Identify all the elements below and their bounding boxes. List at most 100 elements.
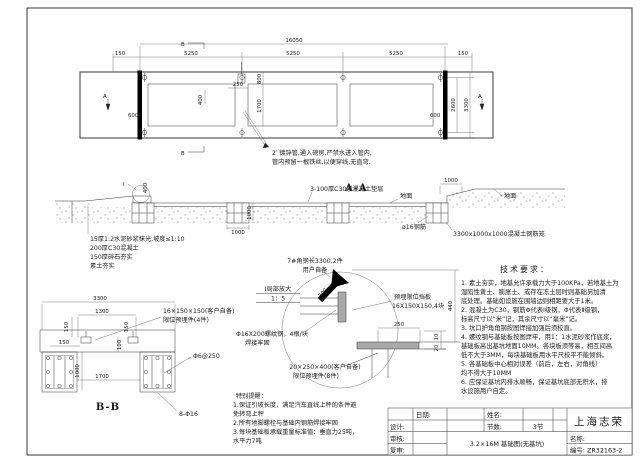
plan-dim-5250-1: 5250 — [184, 51, 198, 57]
aa-note-3: 150厚碎石夯实 — [90, 253, 133, 261]
sheet-border — [26, 7, 633, 456]
detail-title-line1: Ⅰ局部放大 — [265, 285, 292, 293]
section-aa: A-A I 400 — [55, 178, 565, 270]
tech-line: 6. 应保证基坑内排水顺畅，保证基坑底部无积水，排 — [461, 377, 608, 386]
detail-dim-10: 10 — [434, 333, 440, 340]
special-notes: 特别提醒： 1.保证引坡长度，满足汽车直线上秤的条件避 免转弯上秤 2.所有地脚… — [233, 392, 358, 445]
bb-dim-3300: 3300 — [93, 296, 107, 302]
aa-dimension-lines — [87, 183, 503, 234]
embed-plate — [356, 341, 420, 350]
section-marker-a — [105, 99, 485, 111]
tech-requirements: 技术要求： 1. 素土夯实，地基允许承载力大于100KPa，若地基土为 湿陷性黄… — [461, 264, 618, 395]
plan-dim-600-right: 600 — [430, 113, 441, 119]
title-block-grid — [387, 407, 633, 456]
bb-dim-150-right: 150 — [124, 321, 130, 332]
plan-dimension-lines — [112, 43, 493, 139]
detail-right-dims — [352, 269, 459, 350]
pipe-note-line2: 管内预留一根铁丝,以便穿线,无直弯. — [272, 158, 371, 166]
ground-lines — [55, 188, 565, 223]
bb-plate-line1: 16×150×150(客户自备) — [163, 307, 234, 315]
bb-pier-right — [139, 351, 176, 393]
section-bb: 3300 1300 150 150 150 100 1000 1700 — [39, 296, 234, 418]
tb-name-label: 姓名: — [487, 410, 502, 419]
special-note-line: 3.每块基础板承载重量标准值：垂直力25吨， — [233, 428, 358, 436]
tb-company: 上海志荣 — [574, 415, 624, 428]
bb-label-stirrup: Φ6@250 — [193, 352, 220, 360]
plan-dim-5250-3: 5250 — [389, 51, 403, 57]
aa-piers — [131, 202, 449, 224]
anchor-bars — [300, 297, 338, 315]
tech-line: 标高尺寸以“米”记，其余尺寸以“毫米”记。 — [461, 314, 581, 323]
plan-module-2 — [247, 83, 338, 127]
detail-plate-line2: 16X150X150,4块 — [392, 302, 444, 310]
bb-dim-100: 100 — [117, 339, 123, 350]
bb-dim-150-h: 150 — [59, 340, 70, 346]
aa-dim-400: 400 — [143, 182, 149, 193]
plan-dim-800: 800 — [257, 73, 263, 84]
tech-line: 水设施用户自定。 — [461, 386, 511, 395]
plan-dim-250: 250 — [233, 82, 244, 88]
plan-dim-150-right: 150 — [458, 51, 469, 57]
soil-right — [449, 191, 565, 208]
aa-label-ground-2: 地面 — [504, 192, 516, 200]
plan-view: B B A A 16050 150 5250 5250 5250 150 400… — [79, 38, 494, 166]
tech-line: 2. 混凝土为C30，钢筋Φ代表Ⅰ级钢，Φ代表Ⅱ级钢， — [461, 305, 603, 314]
plan-dim-600-left: 600 — [128, 113, 139, 119]
tech-line: 3. 坑口护角角钢按图焊接加强后须校直。 — [461, 323, 576, 332]
tech-line: 5. 各基础板中心相对误差（前后，左右，对角线） — [461, 359, 601, 368]
pit-corner — [132, 195, 152, 204]
tech-line: 4. 螺纹钢与基础板按图焊牢，用1：1水泥砂浆作底浆， — [461, 332, 616, 341]
detail-embed-line2: 限位预埋件(8件) — [293, 372, 339, 380]
special-note-line: 免转弯上秤 — [233, 410, 264, 418]
bb-title: B-B — [96, 402, 120, 413]
tech-line: 湿陷性黄土、膨胀土、或存在冻土层时则基础另加清 — [461, 287, 606, 296]
plan-marker-b-top: B — [181, 42, 185, 48]
aa-label-cushion: 3-100厚C30素混凝土垫层 — [310, 185, 384, 193]
special-note-line: 水平力7吨 — [233, 437, 262, 445]
aa-label-rebar: ø16钢筋 — [402, 223, 426, 231]
detail-dim-440: 440 — [448, 300, 454, 311]
tb-date-label: 日期: — [416, 411, 431, 419]
detail-dim-250: 250 — [394, 322, 405, 328]
conduit-riser — [237, 62, 246, 84]
pipe-note-line1: 2′ 镀锌管,通入磅房,严禁水进入管内, — [272, 149, 372, 157]
special-notes-title: 特别提醒： — [236, 392, 267, 400]
title-block: 日期: 姓名: 设计: 节数: 3节 审核: 复审: 3.2×16M 基础图(无… — [387, 407, 633, 456]
tb-sections-value: 3节 — [533, 423, 544, 431]
aa-note-1: 15厚1:2水泥砂浆抹光,坡度≤1:10 — [90, 235, 185, 243]
detail-rebar-line2: 焊接牢固 — [245, 339, 270, 347]
plan-anchor-bolts — [142, 73, 443, 137]
plan-end-wall-left — [137, 70, 142, 140]
bb-dim-150-left: 150 — [64, 321, 70, 332]
tb-drawing-name: 3.2×16M 基础图(无基坑) — [470, 439, 545, 448]
plan-marker-a-right: A — [478, 94, 482, 100]
detail-dim-20: 20 — [434, 344, 440, 351]
tb-number: 编号: ZR32163-2 — [570, 446, 623, 455]
aa-dim-1000-mid: 1000 — [231, 230, 245, 236]
plan-dim-2600: 2600 — [451, 98, 457, 112]
detail-title-line2: 1：5 — [271, 296, 285, 303]
special-note-line: 2.所有地脚螺栓与基础内钢筋焊接牢固 — [233, 419, 338, 427]
soil-left — [55, 201, 90, 223]
plan-dim-3300: 3300 — [464, 98, 470, 112]
plan-marker-a-left: A — [103, 94, 107, 100]
tech-line: 基础板高出基坑地面10MM。各块板须等高，相互间高 — [461, 341, 612, 350]
aa-dim-1000-right: 1000 — [444, 178, 458, 184]
detail-circle-mark — [132, 185, 150, 203]
stop-plate — [337, 291, 347, 323]
aa-note-4: 素土夯实 — [90, 262, 115, 270]
plan-platform-outline — [79, 71, 494, 139]
tb-title-label: 名称: — [570, 434, 585, 443]
aa-label-ground-1: 地面 — [400, 192, 412, 200]
tech-line: 均不得大于10MM — [461, 368, 511, 377]
plan-module-1 — [147, 83, 236, 127]
tb-review-label: 审核: — [390, 434, 405, 443]
tech-title: 技术要求： — [500, 264, 550, 274]
detail-angle-line1: 7#角钢长3300,2件 — [287, 257, 343, 265]
detail-view: 7#角钢长3300,2件 用户自备 Ⅰ局部放大 1：5 300 预埋限位挡板 1… — [236, 257, 460, 389]
detail-circle — [281, 271, 399, 389]
bb-dim-1700: 1700 — [95, 374, 109, 380]
plan-dim-1700: 1700 — [257, 99, 263, 113]
detail-embed-line1: 20×250×400(客户自备) — [289, 363, 360, 371]
detail-mark-label: I — [123, 182, 125, 188]
